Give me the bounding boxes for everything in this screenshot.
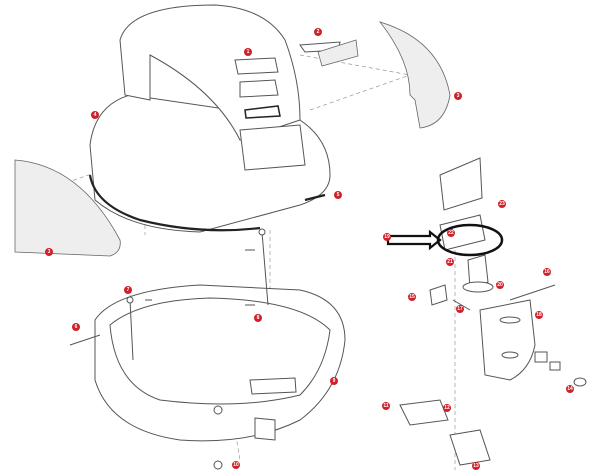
callout-c17: 17	[456, 305, 464, 313]
callout-number: 10	[233, 462, 239, 468]
top-case-lid	[88, 4, 331, 233]
callout-c19: 19	[383, 233, 391, 241]
callout-number: 7	[127, 287, 130, 293]
top-case-base	[94, 284, 346, 442]
callout-number: 22	[448, 230, 454, 236]
callout-c22: 22	[447, 229, 455, 237]
callout-c21: 21	[446, 258, 454, 266]
callout-number: 12	[444, 405, 450, 411]
callout-c3: 3	[454, 92, 462, 100]
lock-mechanism	[399, 157, 587, 466]
callout-number: 18	[536, 312, 542, 318]
callout-c13: 13	[472, 462, 480, 470]
callout-number: 21	[447, 259, 453, 265]
callout-number: 1	[247, 49, 250, 55]
callout-c8: 8	[254, 314, 262, 322]
callout-number: 4	[94, 112, 97, 118]
callout-c18: 18	[535, 311, 543, 319]
callout-c4: 4	[91, 111, 99, 119]
callout-c14: 14	[566, 385, 574, 393]
callout-c16: 16	[543, 268, 551, 276]
callout-c20: 20	[496, 281, 504, 289]
callout-number: 14	[567, 386, 573, 392]
callout-c12: 12	[443, 404, 451, 412]
callout-number: 2	[317, 29, 320, 35]
callout-number: 15	[409, 294, 415, 300]
callout-number: 6	[75, 324, 78, 330]
callout-c7: 7	[124, 286, 132, 294]
callout-number: 3	[48, 249, 51, 255]
callout-c15: 15	[408, 293, 416, 301]
hinge-rods	[69, 228, 269, 470]
left-reflector	[14, 159, 121, 257]
callout-number: 16	[544, 269, 550, 275]
callout-c5: 5	[334, 191, 342, 199]
top-vent-insert	[299, 39, 359, 67]
callout-number: 17	[457, 306, 463, 312]
callout-c11: 11	[382, 402, 390, 410]
callout-number: 3	[457, 93, 460, 99]
callout-c9: 9	[330, 377, 338, 385]
callout-number: 11	[383, 403, 389, 409]
callout-c23: 23	[498, 200, 506, 208]
callout-c1: 1	[244, 48, 252, 56]
callout-number: 9	[333, 378, 336, 384]
callout-c10: 10	[232, 461, 240, 469]
highlight-annotation	[386, 223, 504, 257]
callout-number: 23	[499, 201, 505, 207]
callout-number: 8	[257, 315, 260, 321]
callout-c2: 2	[314, 28, 322, 36]
callout-number: 20	[497, 282, 503, 288]
right-reflector	[378, 21, 451, 129]
callout-number: 5	[337, 192, 340, 198]
callout-c6: 6	[72, 323, 80, 331]
callout-number: 13	[473, 463, 479, 469]
callout-number: 19	[384, 234, 390, 240]
callout-c3b: 3	[45, 248, 53, 256]
